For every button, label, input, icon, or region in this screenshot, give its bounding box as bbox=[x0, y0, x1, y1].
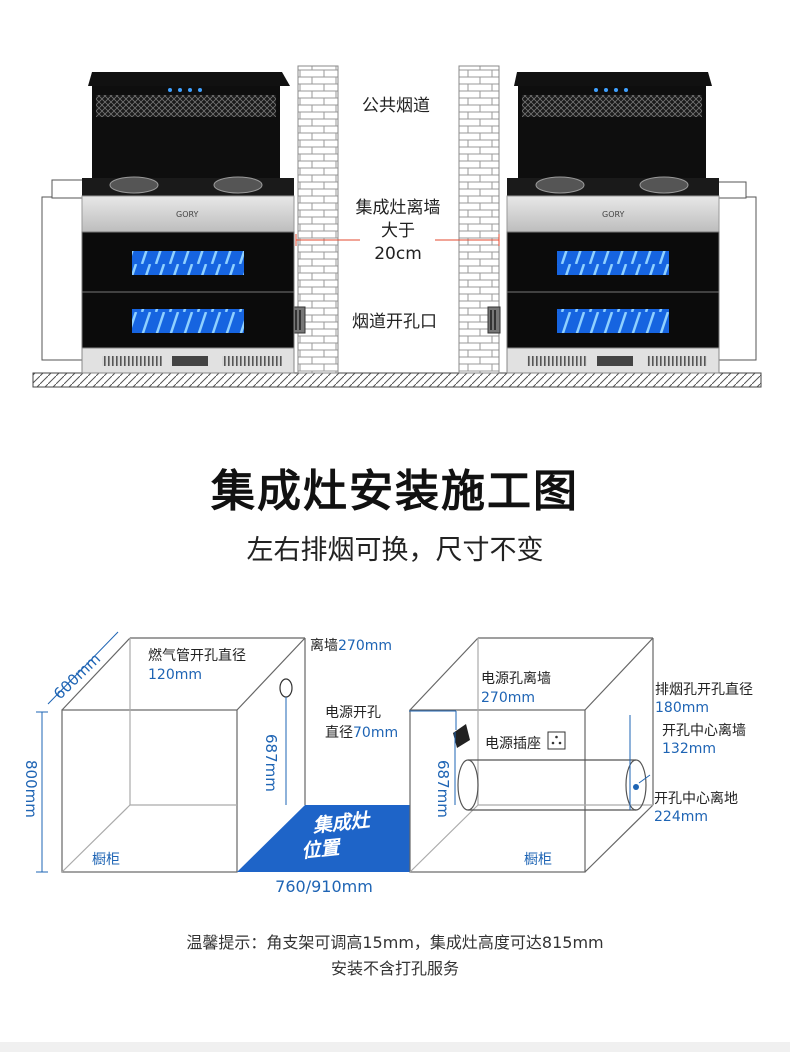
installation-illustration bbox=[32, 65, 762, 388]
stove-position-label: 集成灶 位置 bbox=[298, 808, 374, 863]
right-stove bbox=[506, 72, 757, 374]
gas-hole-height-label: 687mm bbox=[262, 734, 280, 792]
center-floor-label: 开孔中心离地 bbox=[654, 791, 738, 807]
label-flue-hole: 烟道开孔口 bbox=[352, 312, 437, 332]
center-floor-value: 224mm bbox=[654, 809, 708, 825]
page-subtitle: 左右排烟可换，尺寸不变 bbox=[246, 535, 544, 566]
socket-label: 电源插座 bbox=[485, 736, 541, 752]
wall-distance-value: 270mm bbox=[338, 638, 392, 654]
page-title: 集成灶安装施工图 bbox=[211, 466, 579, 517]
power-hole-wall-label: 电源孔离墙 bbox=[481, 671, 551, 687]
brand-logo-left: GORY bbox=[176, 210, 199, 219]
power-hole-diameter-value: 70mm bbox=[353, 725, 399, 741]
left-stove bbox=[41, 72, 295, 374]
floor bbox=[32, 372, 762, 388]
center-wall-label: 开孔中心离墙 bbox=[662, 723, 746, 739]
tip-line2: 安装不含打孔服务 bbox=[330, 959, 459, 978]
gas-hole bbox=[279, 678, 293, 698]
cabinet-diagram bbox=[36, 631, 654, 873]
power-hole bbox=[453, 724, 470, 748]
depth-dimension-line bbox=[47, 631, 119, 705]
brand-logo-right: GORY bbox=[602, 210, 625, 219]
right-cabinet-label: 橱柜 bbox=[524, 852, 552, 868]
left-cabinet-label: 橱柜 bbox=[92, 852, 120, 868]
power-hole-wall-value: 270mm bbox=[481, 690, 535, 706]
power-hole-height-label: 687mm bbox=[434, 760, 452, 818]
tip-line1: 温馨提示：角支架可调高15mm，集成灶高度可达815mm bbox=[186, 933, 604, 952]
label-distance-line1: 集成灶离墙 bbox=[355, 198, 441, 218]
power-hole-diameter-text: 直径 bbox=[325, 725, 353, 741]
center-wall-value: 132mm bbox=[662, 741, 716, 757]
flue-hole-center bbox=[633, 784, 639, 790]
flue-hole-value: 180mm bbox=[655, 700, 709, 716]
wall-distance-label: 离墙270mm bbox=[310, 637, 392, 655]
power-socket-icon bbox=[547, 731, 566, 750]
stove-width-label: 760/910mm bbox=[275, 877, 373, 896]
left-cabinet bbox=[61, 637, 306, 873]
label-distance-value: 20cm bbox=[374, 244, 422, 264]
wall-distance-text: 离墙 bbox=[310, 638, 338, 654]
flue-hole-label: 排烟孔开孔直径 bbox=[655, 682, 753, 698]
stove-zone bbox=[237, 805, 410, 872]
height-label: 800mm bbox=[22, 760, 40, 818]
gas-hole-value: 120mm bbox=[148, 667, 202, 683]
flue-pipe bbox=[457, 759, 647, 811]
gas-hole-label: 燃气管开孔直径 bbox=[148, 648, 246, 664]
power-hole-diameter: 直径70mm bbox=[325, 724, 398, 742]
label-flue: 公共烟道 bbox=[362, 96, 430, 116]
label-distance-line2: 大于 bbox=[381, 221, 415, 241]
power-hole-label: 电源开孔 bbox=[325, 705, 381, 721]
bottom-strip bbox=[0, 1042, 790, 1052]
